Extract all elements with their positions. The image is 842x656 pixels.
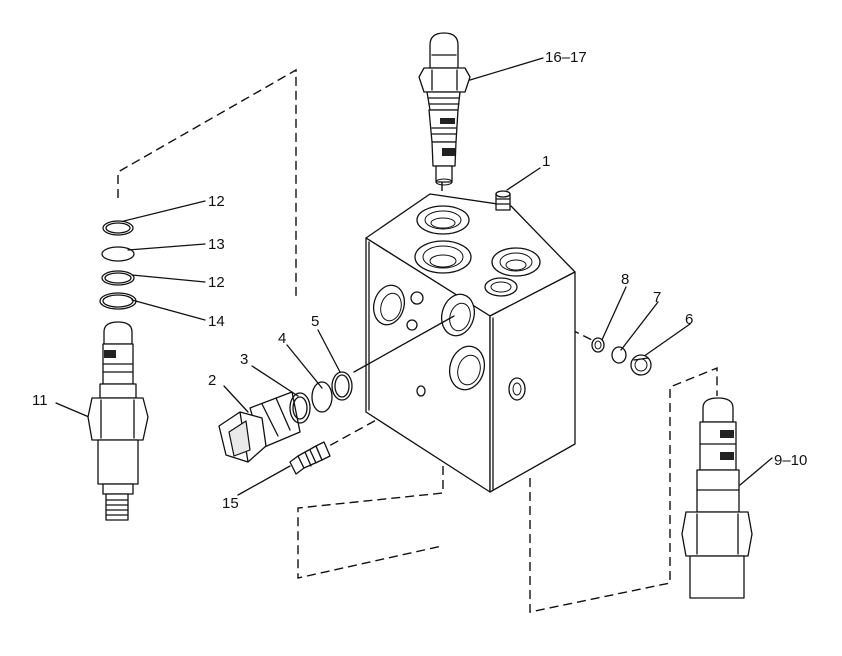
rings-3-4-5 — [289, 371, 353, 424]
o-ring-7 — [611, 346, 627, 364]
top-port-right — [491, 247, 541, 277]
o-ring-12-lower — [101, 270, 135, 286]
callout-12-lower: 12 — [208, 274, 225, 291]
callout-13: 13 — [208, 236, 225, 253]
path-valve-11 — [117, 68, 297, 300]
top-port-small — [484, 277, 518, 297]
callout-7: 7 — [653, 289, 661, 306]
callout-11: 11 — [32, 392, 48, 409]
callout-labels: 16–17 1 12 13 12 14 11 2 3 4 5 15 8 7 6 … — [32, 49, 807, 512]
o-ring-12-upper — [102, 220, 134, 236]
callout-4: 4 — [278, 330, 286, 347]
top-port-rear — [416, 205, 470, 235]
block-right-face — [489, 271, 576, 493]
callout-12-upper: 12 — [208, 193, 225, 210]
left-face-small-port — [416, 385, 426, 397]
callout-5: 5 — [311, 313, 319, 330]
o-ring-14 — [99, 292, 137, 310]
cartridge-valve-16-17 — [418, 32, 471, 186]
left-face-port-lower — [448, 345, 486, 391]
callout-3: 3 — [240, 351, 248, 368]
o-ring-stack — [99, 220, 137, 310]
callout-2: 2 — [208, 372, 216, 389]
o-ring-3 — [289, 392, 311, 424]
cartridge-valve-11 — [87, 321, 149, 521]
fitting-6 — [630, 354, 652, 376]
cartridge-valve-9-10 — [681, 397, 753, 599]
fitting-15 — [289, 441, 331, 475]
callout-16-17: 16–17 — [545, 49, 587, 66]
path-fitting-15 — [317, 395, 421, 453]
callout-1: 1 — [542, 153, 550, 170]
left-face-port-upper-right — [410, 291, 476, 337]
o-ring-13 — [101, 246, 135, 262]
valve-block — [365, 193, 576, 493]
fitting-8 — [591, 337, 605, 353]
right-face-port — [508, 377, 526, 401]
o-ring-4 — [311, 381, 333, 413]
callout-14: 14 — [208, 313, 225, 330]
callout-9-10: 9–10 — [774, 452, 807, 469]
hex-plug-2 — [218, 391, 301, 463]
plug-1 — [495, 190, 511, 211]
top-port-left — [414, 240, 472, 274]
callout-15: 15 — [222, 495, 239, 512]
left-face-port-upper-left — [372, 284, 418, 331]
o-ring-5 — [331, 371, 353, 401]
callout-8: 8 — [621, 271, 629, 288]
callout-6: 6 — [685, 311, 693, 328]
path-bottom-left — [297, 466, 444, 579]
leader-lines — [55, 57, 773, 496]
